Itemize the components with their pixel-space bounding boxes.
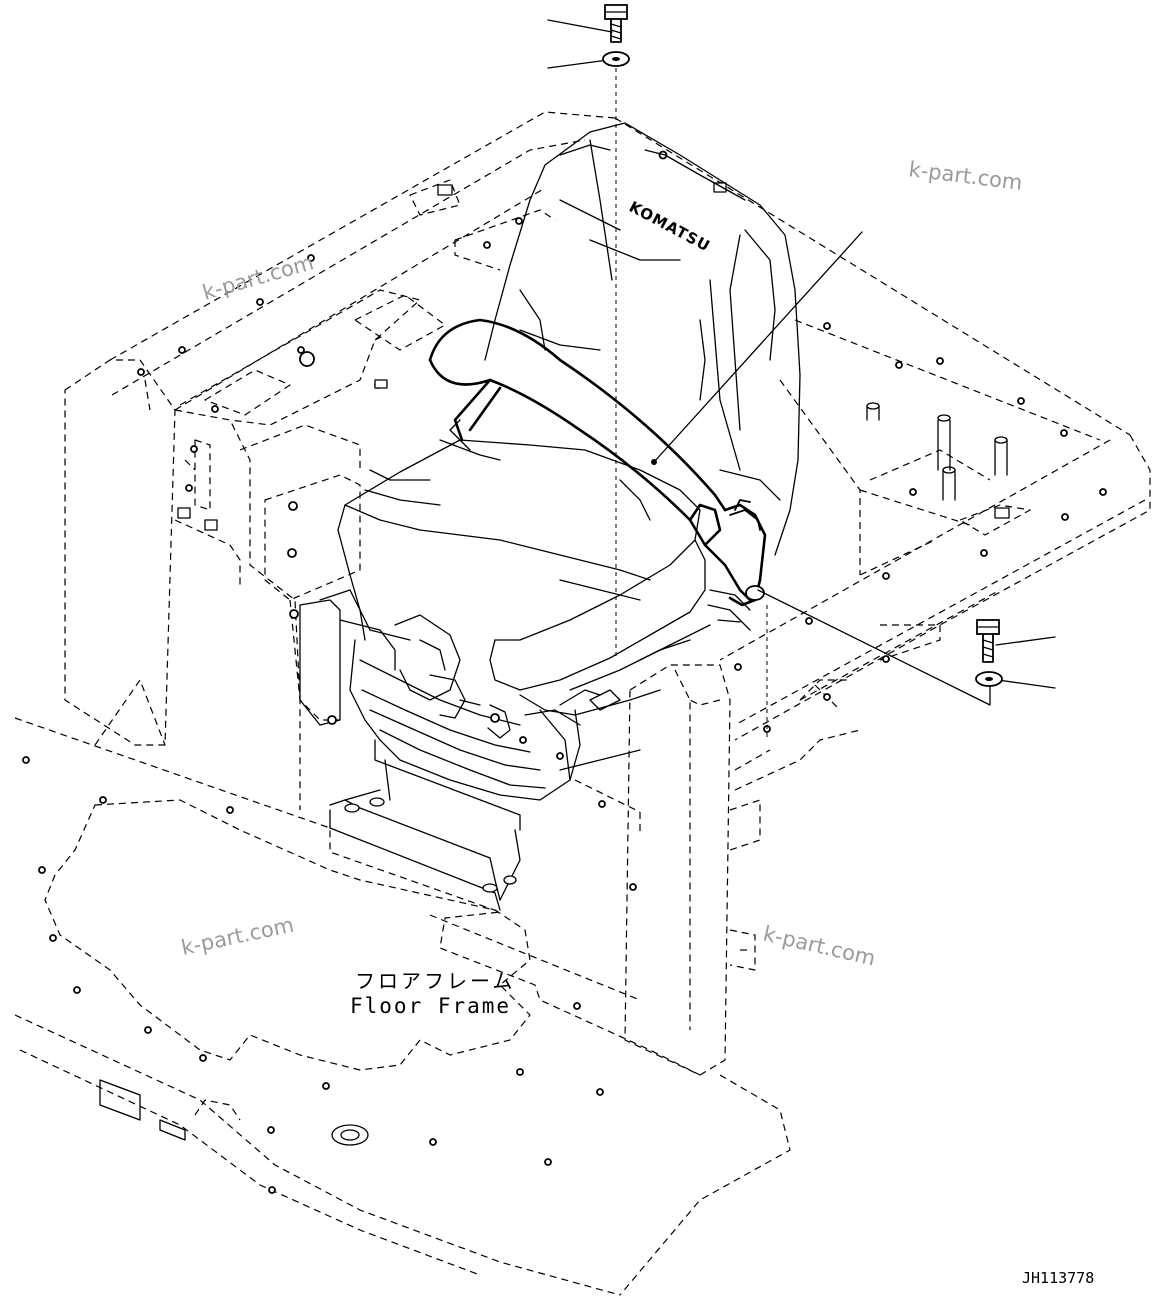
watermark: k-part.com [907, 157, 1023, 195]
upper-washer [602, 51, 630, 67]
floor-frame-label-en: Floor Frame [350, 994, 511, 1018]
brand-mark: KOMATSU [626, 198, 713, 256]
floor-frame [14, 717, 791, 1296]
leader-lines [547, 19, 1056, 740]
watermark: k-part.com [761, 921, 878, 970]
upper-bolt [604, 4, 628, 43]
floor-frame-label-jp: フロアフレーム [355, 969, 515, 993]
watermark: k-part.com [179, 913, 296, 960]
seat-belt [428, 318, 767, 607]
lower-bolt [976, 619, 1000, 663]
operator-seat: KOMATSU [287, 122, 801, 911]
drawing-number: JH113778 [1022, 1269, 1094, 1287]
watermark: k-part.com [200, 250, 317, 305]
lower-washer [975, 671, 1003, 687]
